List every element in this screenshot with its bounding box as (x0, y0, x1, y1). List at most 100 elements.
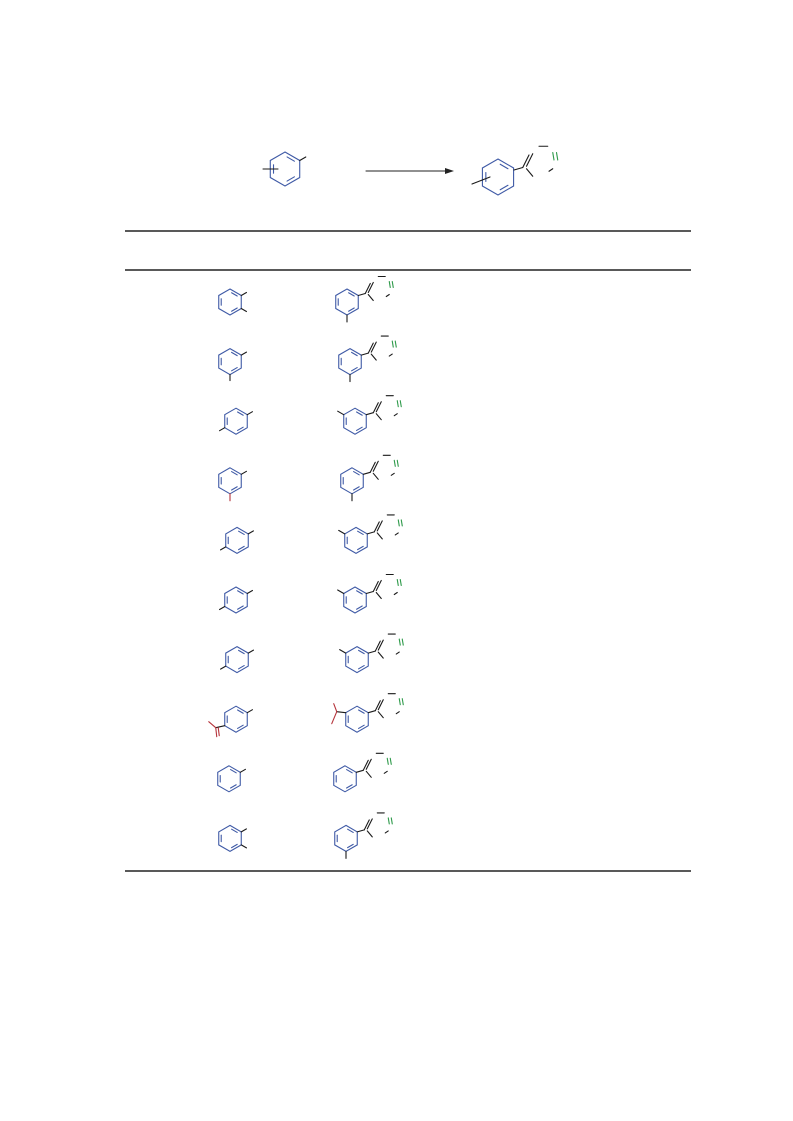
carbonyl-bond (333, 703, 338, 713)
ring-double-bond (238, 665, 245, 670)
ring-double-bond (230, 784, 237, 789)
carbonyl-bond (215, 727, 218, 738)
exocyclic-double-bond (372, 460, 379, 472)
ring-fragment-bond (525, 168, 534, 177)
ring-outline (218, 288, 242, 316)
ring-bottom-bond (385, 293, 390, 298)
ring-double-bond (356, 605, 363, 610)
substrate-structure (218, 586, 254, 614)
methyl-bond (338, 529, 346, 535)
substituted-benzene-structure (262, 151, 307, 187)
exocyclic-bond (364, 282, 371, 295)
ring-outline (224, 586, 248, 614)
aryl-ring (340, 467, 364, 495)
methyl-bond (339, 649, 347, 654)
exocyclic-bond (372, 402, 379, 414)
substrate-structure (218, 407, 254, 435)
heterocycle-link (362, 471, 371, 475)
exocyclic-double-bond (370, 341, 377, 353)
exocyclic-double-bond (525, 153, 534, 167)
ring-double-bond (351, 367, 358, 372)
nitrogen-bond (396, 578, 399, 587)
ring-double-bond (231, 828, 238, 833)
product-variable-bond (471, 176, 491, 185)
ring-outline (345, 645, 369, 674)
ring-double-bond (346, 769, 353, 774)
aryl-ring (345, 705, 369, 733)
substituent-bond (247, 530, 255, 535)
ring-fragment-bond (377, 711, 384, 719)
substituent-bond (240, 351, 248, 356)
nitrogen-bond (398, 698, 401, 706)
ring-bottom-bond (390, 472, 395, 476)
heterocycle-link (357, 292, 366, 297)
substituent-bond (240, 291, 248, 297)
ring-outline (345, 705, 369, 733)
heterocycle-link (355, 769, 364, 773)
arrow-head (445, 168, 454, 174)
exocyclic-double-bond (365, 758, 372, 770)
substrate-structure (208, 705, 254, 738)
ring-fragment-bond (366, 830, 373, 838)
ring-double-bond (358, 649, 365, 655)
ring-fragment-bond (375, 413, 382, 421)
ring-double-bond (237, 724, 244, 729)
benzene-ring (224, 705, 248, 733)
product-structure (335, 275, 394, 323)
nitrogen-double-bond (390, 817, 393, 825)
ring-double-bond (237, 709, 244, 714)
substituent-bond (246, 709, 254, 714)
benzene-ring (218, 347, 242, 376)
ring-fragment-bond (365, 770, 372, 778)
ring-double-bond (358, 724, 365, 729)
exocyclic-double-bond (377, 639, 384, 651)
reaction-scheme-header (262, 145, 559, 196)
substrate-structure (218, 347, 248, 382)
ring-double-bond (230, 769, 237, 774)
ring-double-bond (231, 486, 238, 491)
heterocycle-link (365, 412, 374, 416)
ring-outline (481, 158, 515, 196)
exocyclic-bond (374, 640, 381, 652)
aryl-ring (343, 407, 367, 435)
nitrogen-bond (398, 638, 401, 646)
ring-double-bond (348, 307, 355, 312)
substituent-bond (219, 546, 227, 551)
exocyclic-bond (374, 700, 381, 712)
substituent-bond (246, 589, 254, 595)
substrate-structure (218, 288, 248, 316)
product-structure (337, 395, 402, 435)
nitrogen-bond (396, 400, 399, 408)
ring-double-bond (353, 471, 360, 476)
ring-double-bond (237, 411, 244, 416)
ring-bottom-bond (395, 651, 400, 655)
substrate-table-rows (208, 275, 404, 859)
ring-bottom-bond (388, 353, 393, 357)
ring-fragment-bond (377, 651, 384, 659)
reactant-bond (299, 156, 307, 162)
nitrogen-bond (552, 151, 555, 161)
aryl-ring (345, 645, 369, 674)
aryl-ring (335, 288, 359, 316)
ring-outline (343, 407, 367, 435)
exocyclic-bond (373, 521, 380, 533)
nitrogen-double-bond (401, 698, 404, 706)
substituent-bond (246, 411, 254, 416)
table-row (218, 275, 394, 323)
product-structure (338, 335, 397, 383)
nitrogen-double-bond (394, 340, 397, 348)
exocyclic-double-bond (367, 281, 374, 294)
product-ring (481, 158, 515, 196)
ring-bottom-bond (383, 770, 388, 774)
ring-double-bond (358, 665, 365, 670)
ring-double-bond (286, 176, 295, 182)
nitrogen-double-bond (389, 757, 392, 765)
substituent-bond (240, 828, 248, 833)
ring-fragment-bond (367, 293, 374, 302)
ring-double-bond (238, 649, 245, 655)
heterocycle-link (367, 710, 376, 714)
ring-fragment-bond (375, 591, 382, 600)
substituent-bond (240, 844, 248, 849)
substituent-bond (219, 665, 227, 670)
ring-fragment-bond (370, 353, 377, 361)
